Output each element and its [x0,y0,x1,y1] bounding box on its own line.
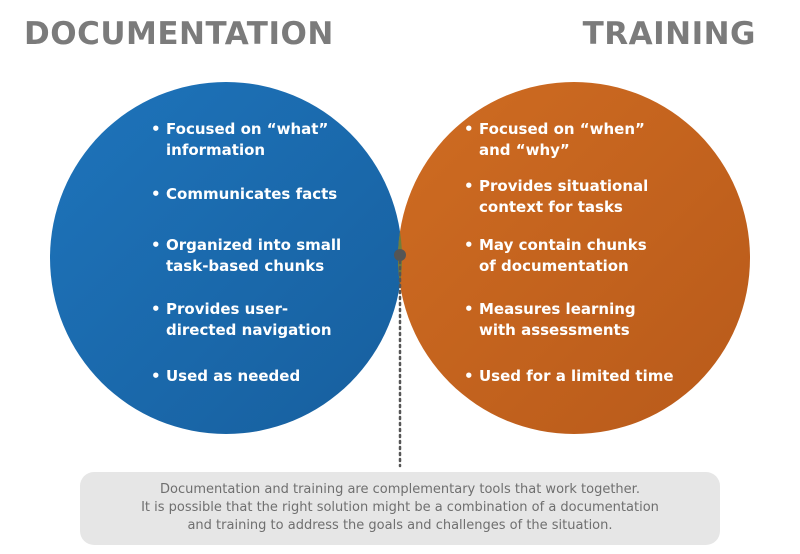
training-item-text: Provides situational context for tasks [479,177,649,216]
training-item-text: Measures learning with assessments [479,300,636,339]
documentation-item-text: Organized into small task-based chunks [166,236,342,275]
training-item: • Used for a limited time [464,366,679,387]
summary-note-line: It is possible that the right solution m… [141,500,659,515]
training-item: • Measures learning with assessments [464,299,679,341]
training-item: • Focused on “when” and “why” [464,119,679,161]
training-item-text: Used for a limited time [479,367,674,385]
documentation-item: • Used as needed [151,366,366,387]
bullet-icon: • [151,120,161,138]
documentation-item: • Communicates facts [151,184,366,205]
documentation-item: • Provides user- directed navigation [151,299,366,341]
summary-note-line: Documentation and training are complemen… [160,482,640,497]
summary-note-line: and training to address the goals and ch… [187,518,613,533]
documentation-item-text: Provides user- directed navigation [166,300,332,339]
bullet-icon: • [151,236,161,254]
training-title: TRAINING [582,16,756,52]
bullet-icon: • [464,300,474,318]
training-circle [398,82,750,434]
documentation-title: DOCUMENTATION [24,16,334,52]
documentation-circle [50,82,402,434]
bullet-icon: • [151,185,161,203]
bullet-icon: • [464,236,474,254]
documentation-item-text: Used as needed [166,367,301,385]
summary-note: Documentation and training are complemen… [80,472,720,545]
bullet-icon: • [464,367,474,385]
documentation-item-text: Focused on “what” information [166,120,329,159]
bullet-icon: • [464,120,474,138]
bullet-icon: • [151,367,161,385]
training-item: • May contain chunks of documentation [464,235,679,277]
documentation-item-text: Communicates facts [166,185,338,203]
documentation-item: • Organized into small task-based chunks [151,235,366,277]
connector-dot [394,249,406,261]
bullet-icon: • [464,177,474,195]
documentation-item: • Focused on “what” information [151,119,366,161]
training-item-text: Focused on “when” and “why” [479,120,645,159]
bullet-icon: • [151,300,161,318]
training-item-text: May contain chunks of documentation [479,236,647,275]
training-item: • Provides situational context for tasks [464,176,679,218]
